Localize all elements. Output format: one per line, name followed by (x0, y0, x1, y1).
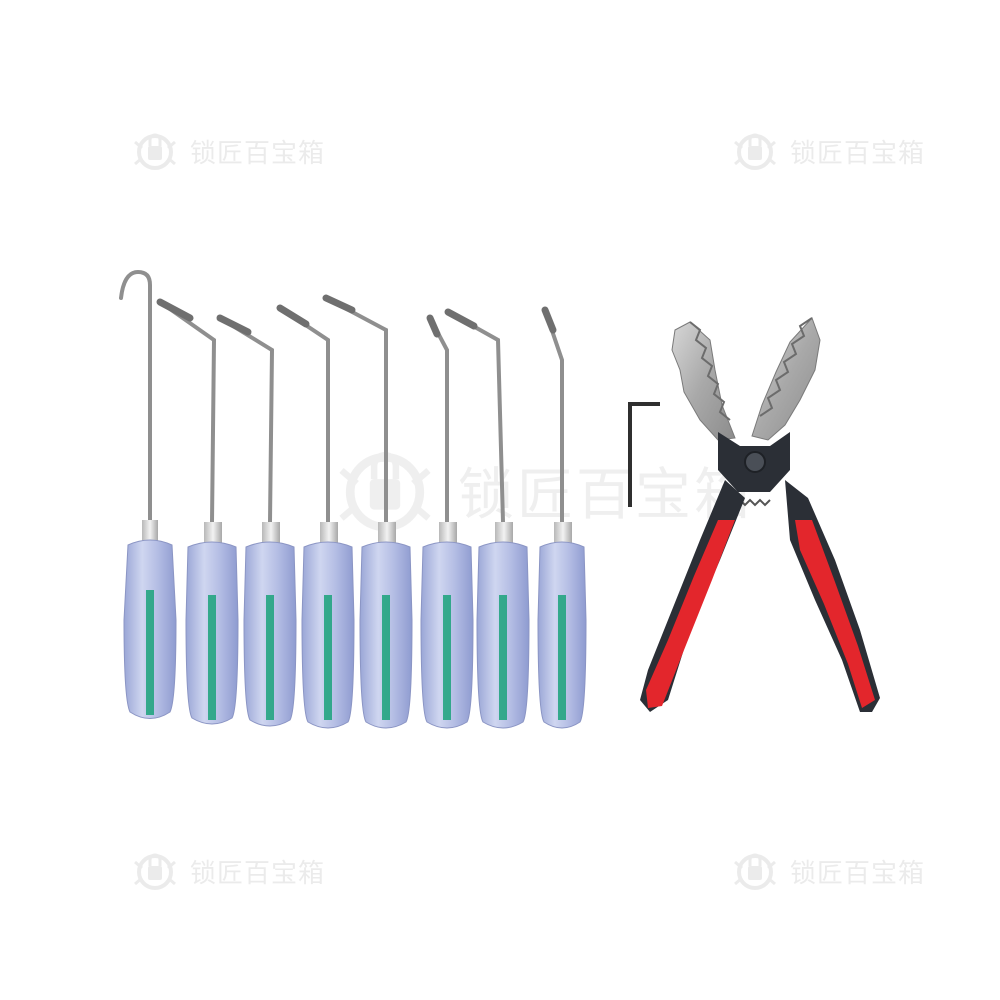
watermark-center: 锁匠百宝箱 (330, 440, 753, 540)
lock-logo-icon (734, 133, 776, 170)
watermark-text: 锁匠百宝箱 (190, 138, 326, 169)
lock-logo-icon (734, 853, 776, 890)
lock-logo-icon (134, 853, 176, 890)
watermark-text: 锁匠百宝箱 (458, 462, 753, 528)
hex-key (628, 402, 660, 507)
hook-tool (276, 304, 355, 729)
watermark-text: 锁匠百宝箱 (190, 858, 326, 889)
hook-tool (420, 314, 474, 729)
hook-tool (537, 306, 587, 729)
watermark-bottom-right: 锁匠百宝箱 (730, 848, 925, 894)
watermark-text: 锁匠百宝箱 (790, 858, 926, 889)
hook-tool (216, 314, 297, 727)
serrated-pliers (640, 317, 880, 712)
hook-tool (444, 308, 530, 729)
hook-tool (156, 298, 239, 725)
watermark-bottom-left: 锁匠百宝箱 (130, 848, 325, 894)
watermark-top-left: 锁匠百宝箱 (130, 128, 325, 174)
hook-tool (322, 294, 413, 729)
hook-tool (119, 269, 177, 719)
watermark-top-right: 锁匠百宝箱 (730, 128, 925, 174)
lock-logo-icon (134, 133, 176, 170)
watermark-text: 锁匠百宝箱 (790, 138, 926, 169)
